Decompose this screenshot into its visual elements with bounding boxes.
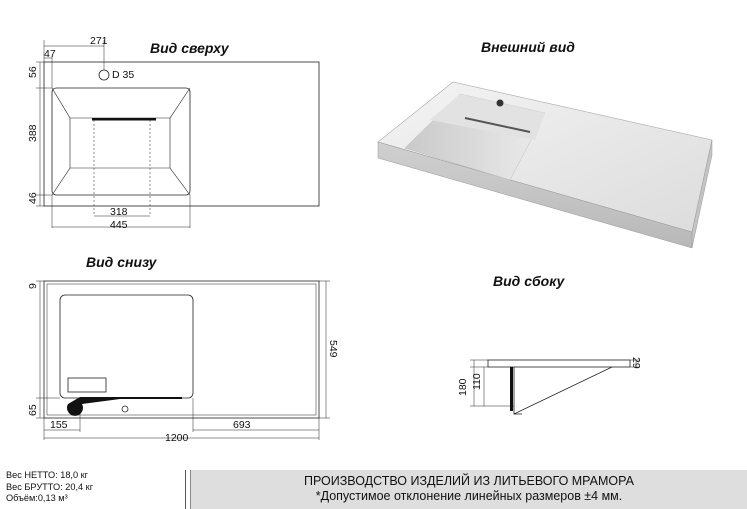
bottom-slab-outline — [43, 280, 320, 419]
side-siphon — [510, 367, 513, 411]
top-basin-outline — [51, 87, 191, 196]
dim-110: 110 — [471, 373, 483, 390]
dim-180: 180 — [457, 378, 469, 396]
specs-block: Вес НЕТТО: 18,0 кг Вес БРУТТО: 20,4 кг О… — [0, 470, 186, 509]
bottom-label-box — [67, 377, 107, 393]
exterior-basin — [404, 93, 546, 181]
dim-693: 693 — [233, 419, 251, 431]
volume: Объём:0,13 м³ — [6, 493, 68, 503]
top-basin-slope-left — [51, 87, 71, 196]
dim-155: 155 — [50, 419, 68, 431]
top-view-title: Вид сверху — [150, 40, 229, 56]
tolerance-text: *Допустимое отклонение линейных размеров… — [315, 489, 623, 503]
dim-47: 47 — [44, 48, 56, 60]
production-banner: ПРОИЗВОДСТВО ИЗДЕЛИЙ ИЗ ЛИТЬЕВОГО МРАМОР… — [190, 470, 747, 509]
net-weight: Вес НЕТТО: 18,0 кг — [6, 470, 89, 480]
exterior-faucet-hole — [496, 99, 504, 107]
dim-9: 9 — [27, 283, 39, 289]
bottom-basin-outline — [59, 294, 194, 399]
bottom-drain-hole — [121, 405, 129, 413]
side-slab — [487, 359, 631, 368]
top-slab-outline — [43, 61, 320, 207]
dim-29: 29 — [630, 357, 642, 369]
dim-46: 46 — [27, 192, 39, 204]
side-view-title: Вид сбоку — [493, 273, 565, 289]
dim-388: 388 — [27, 124, 39, 142]
bottom-view-title: Вид снизу — [86, 254, 157, 270]
exterior-slab-front — [377, 141, 693, 249]
exterior-view-title: Внешний вид — [481, 39, 575, 55]
production-text: ПРОИЗВОДСТВО ИЗДЕЛИЙ ИЗ ЛИТЬЕВОГО МРАМОР… — [304, 474, 634, 488]
dim-d35: D 35 — [112, 69, 134, 81]
exterior-slab-top — [377, 81, 713, 233]
dim-65: 65 — [27, 404, 39, 416]
top-faucet-hole — [98, 69, 110, 81]
top-drain-slot — [92, 118, 156, 121]
side-bracket — [513, 366, 613, 415]
dim-549: 549 — [327, 340, 339, 358]
bottom-siphon-mark — [66, 397, 182, 416]
dim-271: 271 — [90, 35, 108, 47]
dim-1200: 1200 — [165, 432, 189, 444]
top-basin-slope-right — [169, 87, 191, 196]
dim-56: 56 — [27, 66, 39, 78]
dim-445: 445 — [110, 219, 128, 231]
dim-318: 318 — [110, 206, 128, 218]
gross-weight: Вес БРУТТО: 20,4 кг — [6, 481, 94, 492]
